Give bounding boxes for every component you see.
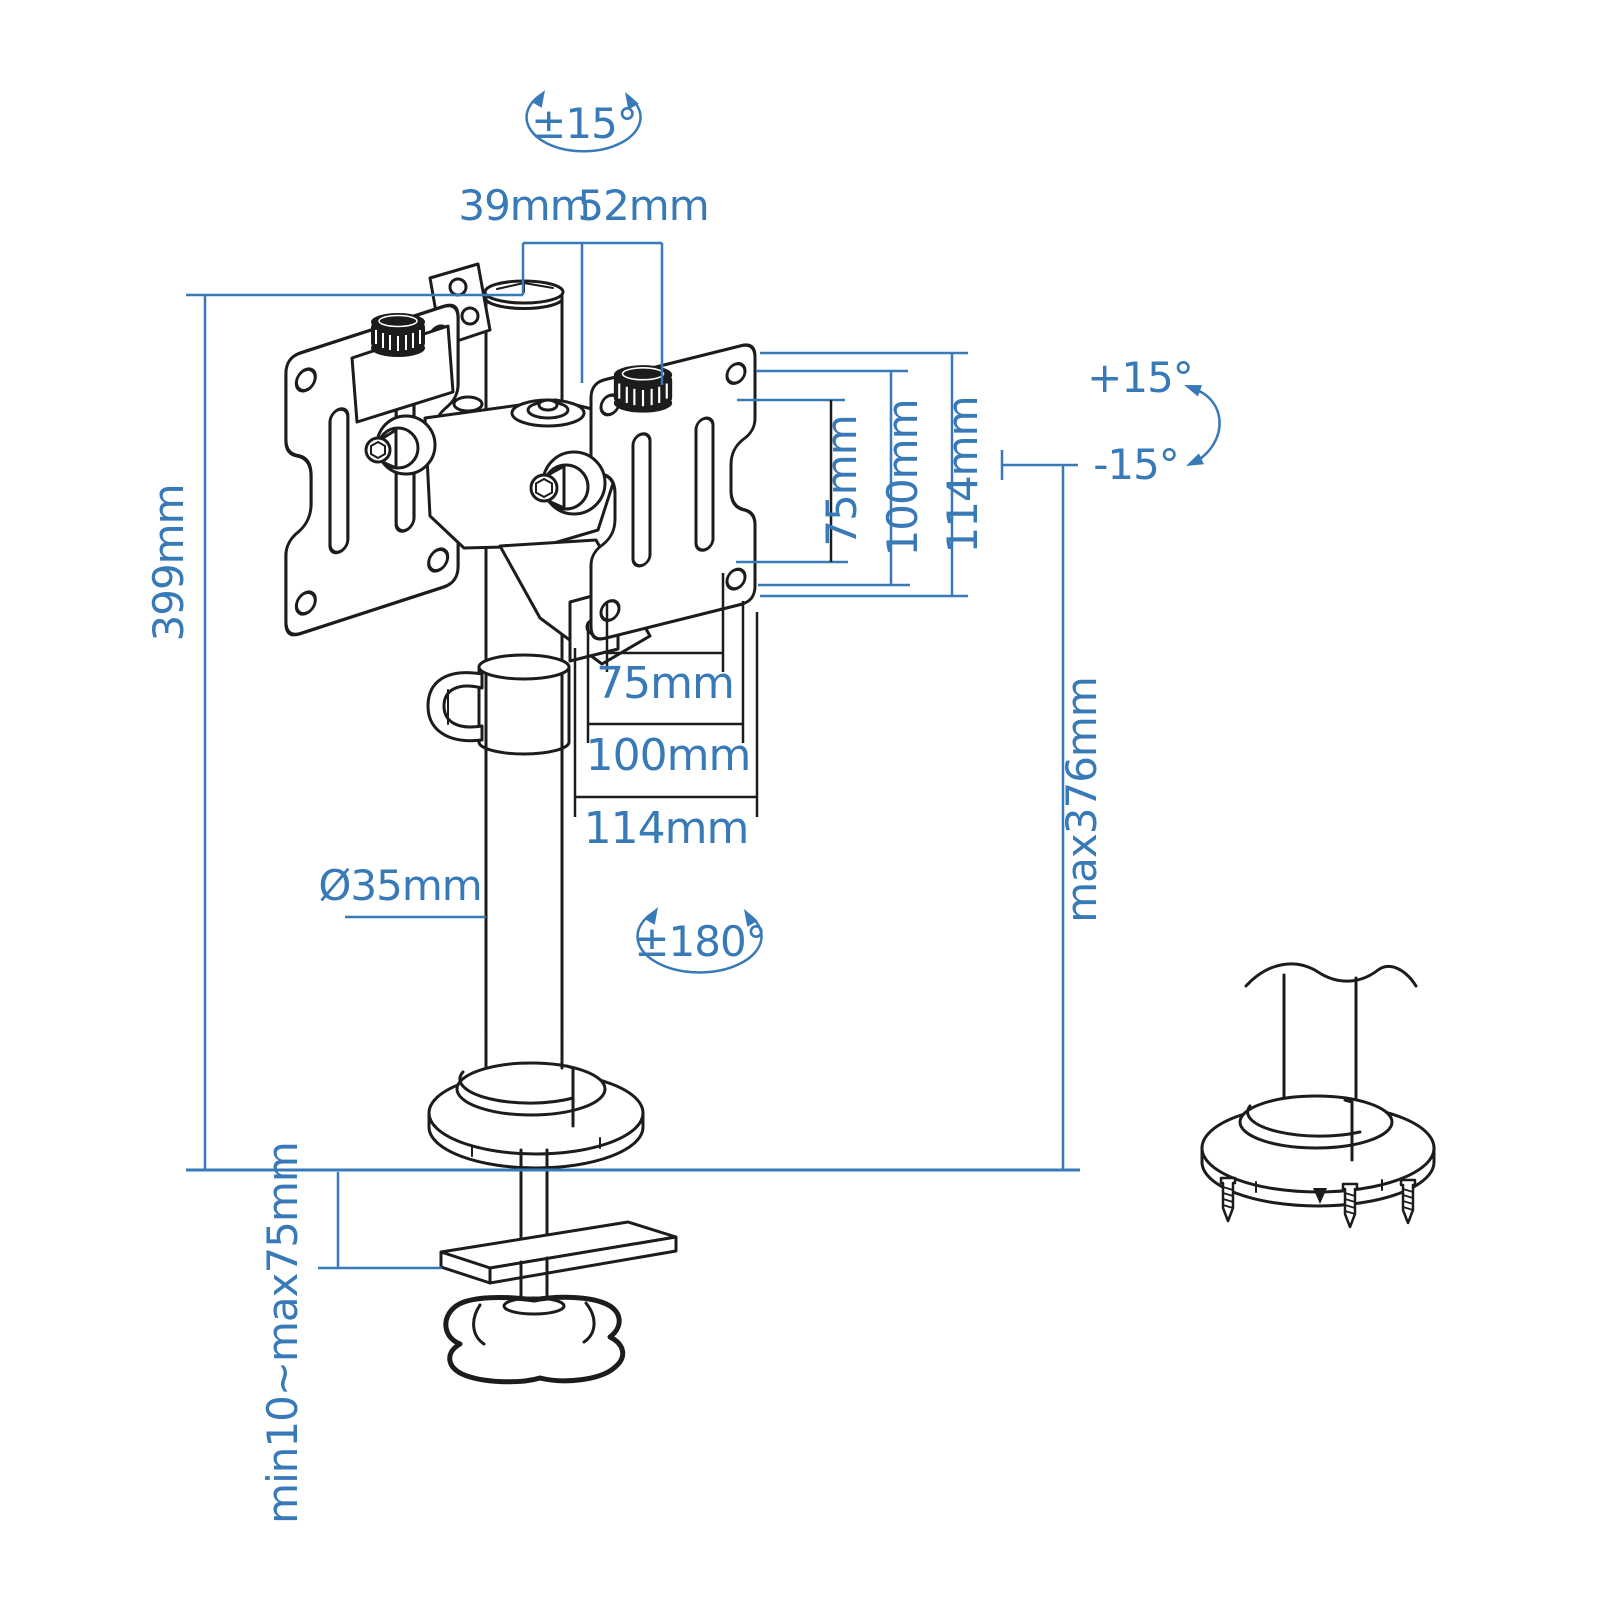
clamp-wing-knob [443,1294,626,1385]
base-disc [427,1038,645,1170]
label-offset-52: 52mm [577,181,708,230]
dim-swivel-top: ±15° [525,87,642,153]
label-total-height: 399mm [144,485,193,642]
tilt-arrow-icon [1183,453,1204,472]
label-vesa-v-75: 75mm [817,415,866,546]
left-thumbscrew-knob-icon [370,312,426,358]
grommet-base-diagram [1200,962,1436,1229]
label-max-height: max376mm [1057,677,1106,923]
label-vesa-h-114: 114mm [584,803,749,854]
dim-max-height: max376mm [1000,450,1106,1170]
dim-offsets: 39mm 52mm [458,181,710,385]
label-vesa-v-114: 114mm [938,397,987,554]
label-swivel-top: ±15° [531,99,637,148]
dim-clamp-range: min10~max75mm [258,1142,442,1524]
dim-pole-diameter: Ø35mm [318,861,486,919]
cable-clip [426,653,571,756]
label-vesa-h-75: 75mm [596,658,734,709]
right-pivot-screw [529,450,607,516]
dim-rotation-180: ±180° [634,904,767,974]
label-pole-diameter: Ø35mm [318,861,481,910]
label-clamp-range: min10~max75mm [258,1142,307,1524]
label-offset-39: 39mm [458,181,589,230]
label-vesa-v-100: 100mm [878,400,927,557]
grommet-pole [1282,973,1358,1110]
clamp-rod [519,1148,549,1242]
dim-vesa-horizontal: 75mm 100mm 114mm [573,573,759,854]
label-vesa-h-100: 100mm [586,730,751,781]
dim-tilt: +15° -15° [1087,353,1221,489]
right-thumbscrew-knob-icon [612,364,674,414]
clamp-assembly [439,1148,678,1385]
label-rotation-180: ±180° [634,917,765,966]
label-tilt-minus: -15° [1093,440,1179,489]
dim-vesa-vertical: 75mm 100mm 114mm [736,351,987,598]
grommet-screws [1219,1176,1417,1229]
label-tilt-plus: +15° [1087,353,1193,402]
left-pivot-screw [364,414,437,476]
pole-break-line [1244,962,1418,988]
dim-total-height: 399mm [144,293,523,1170]
